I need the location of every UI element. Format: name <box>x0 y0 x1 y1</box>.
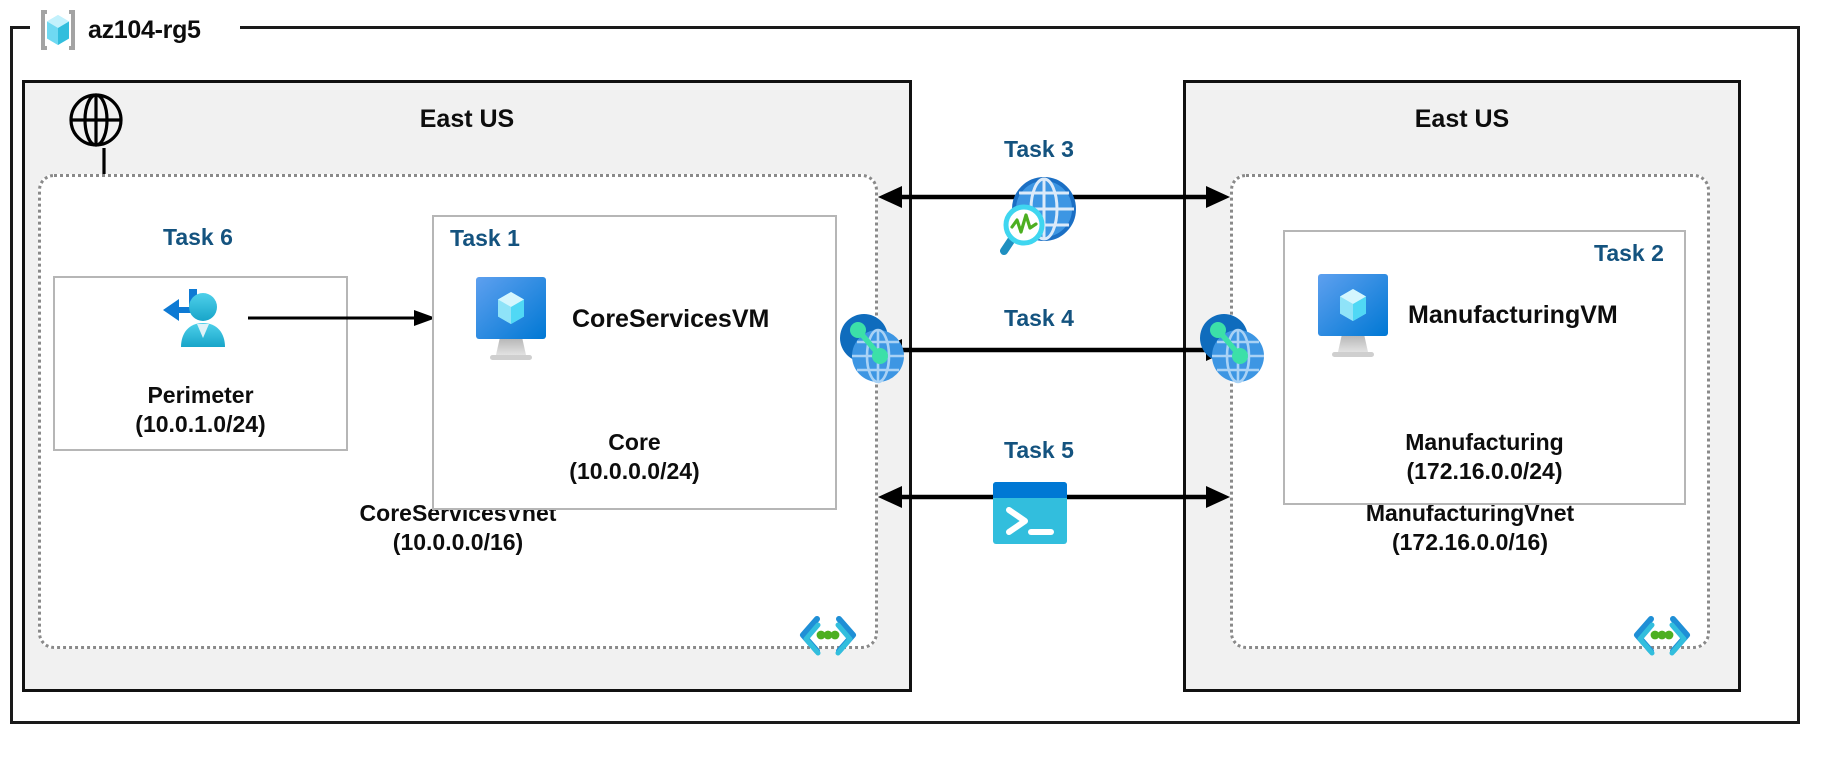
subnet-label-core: Core (10.0.0.0/24) <box>432 428 837 486</box>
region-title-right: East US <box>1414 105 1510 133</box>
subnet-name-core: Core <box>608 429 661 455</box>
task-label-4: Task 4 <box>1004 305 1074 331</box>
internet-globe-icon <box>68 92 124 148</box>
virtual-machine-icon-manufacturing <box>1314 272 1392 360</box>
subnet-cidr-perimeter: (10.0.1.0/24) <box>135 410 266 437</box>
subnet-name-manufacturing: Manufacturing <box>1405 429 1564 455</box>
vnet-peering-icon-left <box>836 310 908 390</box>
task-label-3: Task 3 <box>1004 136 1074 162</box>
region-title-left: East US <box>419 105 515 133</box>
resource-group-header: az104-rg5 <box>34 6 201 54</box>
subnet-cidr-core: (10.0.0.0/24) <box>569 457 700 484</box>
network-watcher-icon <box>1000 175 1080 257</box>
resource-group-name: az104-rg5 <box>88 15 201 44</box>
task-label-5: Task 5 <box>1004 437 1074 463</box>
user-inbound-icon <box>153 283 231 361</box>
virtual-machine-icon-core <box>472 275 550 363</box>
vnet-cidr-manufacturing: (172.16.0.0/16) <box>1391 528 1548 555</box>
connector-perimeter-to-core <box>248 305 438 331</box>
resource-group-frame <box>10 26 1800 724</box>
task-label-6: Task 6 <box>163 224 233 250</box>
vnet-label-manufacturing: ManufacturingVnet (172.16.0.0/16) <box>1233 499 1707 556</box>
subnet-name-perimeter: Perimeter <box>147 382 254 408</box>
cloud-shell-icon <box>991 480 1069 546</box>
task-label-1: Task 1 <box>450 225 520 251</box>
azure-resource-group-icon <box>34 6 82 54</box>
vm-name-manufacturing: ManufacturingVM <box>1408 301 1618 329</box>
vnet-peering-icon-right <box>1196 310 1268 390</box>
vnet-icon-core-services <box>799 613 857 657</box>
connector-task4 <box>878 335 1230 365</box>
subnet-cidr-manufacturing: (172.16.0.0/24) <box>1406 457 1563 484</box>
subnet-box-core <box>432 215 837 510</box>
vnet-icon-manufacturing <box>1633 613 1691 657</box>
subnet-label-perimeter: Perimeter (10.0.1.0/24) <box>53 381 348 439</box>
subnet-label-manufacturing: Manufacturing (172.16.0.0/24) <box>1283 428 1686 486</box>
task-label-2: Task 2 <box>1594 240 1664 266</box>
vnet-cidr-core-services: (10.0.0.0/16) <box>392 528 524 555</box>
vm-name-core-services: CoreServicesVM <box>572 305 770 333</box>
